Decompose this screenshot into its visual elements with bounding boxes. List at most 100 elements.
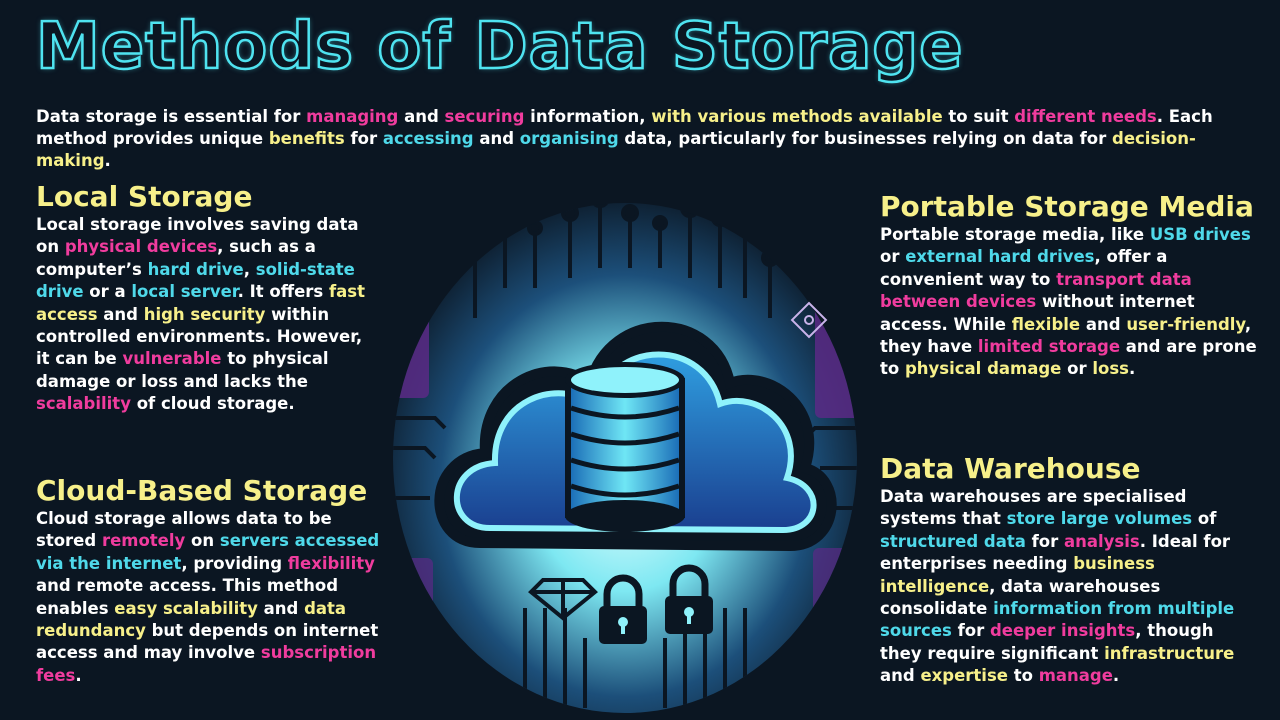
body-text: without internet access. While	[880, 292, 1195, 334]
highlight-text: with various methods available	[651, 107, 943, 126]
padlock-icon	[665, 564, 713, 634]
highlight-text: USB drives	[1149, 225, 1251, 244]
highlight-text: manage	[1038, 666, 1113, 686]
section-body: Data warehouses are specialised systems …	[880, 486, 1250, 688]
highlight-text: decision-making	[36, 129, 1196, 170]
highlight-text: vulnerable	[122, 349, 222, 369]
body-text: , they have	[880, 314, 1252, 357]
body-text: to	[1007, 666, 1039, 686]
highlight-text: local server	[131, 282, 238, 302]
section-heading: Cloud-Based Storage	[36, 474, 368, 507]
body-text: and are prone to	[880, 337, 1257, 379]
highlight-text: organising	[519, 129, 619, 148]
body-text: , offer a convenient way to	[880, 247, 1168, 289]
body-text: and	[1080, 314, 1127, 334]
section-portable-storage: Portable Storage Media Portable storage …	[880, 190, 1260, 381]
highlight-text: managing	[306, 107, 399, 126]
intro-paragraph: Data storage is essential for managing a…	[36, 106, 1256, 172]
body-text: Data storage is essential for	[36, 107, 307, 126]
body-text: to physical damage or loss and lacks the	[36, 349, 329, 391]
section-local-storage: Local Storage Local storage involves sav…	[36, 180, 381, 416]
highlight-text: information from multiple sources	[880, 599, 1235, 641]
highlight-text: physical devices	[64, 237, 218, 257]
highlight-text: scalability	[36, 394, 131, 414]
highlight-text: business intelligence	[880, 554, 1155, 596]
highlight-text: servers accessed via the internet	[36, 531, 380, 573]
body-text: , such as a computer’s	[36, 237, 316, 279]
highlight-text: accessing	[382, 129, 474, 148]
body-text: , providing	[181, 553, 288, 573]
section-body: Local storage involves saving data on ph…	[36, 214, 381, 416]
highlight-text: analysis	[1064, 531, 1140, 551]
highlight-text: loss	[1092, 359, 1129, 379]
highlight-text: store large volumes	[1006, 509, 1193, 529]
body-text: for	[344, 129, 383, 148]
highlight-text: benefits	[268, 129, 345, 148]
highlight-text: data redundancy	[36, 598, 347, 641]
section-cloud-storage: Cloud-Based Storage Cloud storage allows…	[36, 474, 381, 687]
body-text: .	[104, 151, 111, 170]
body-text: within controlled environments. However,…	[36, 304, 363, 369]
highlight-text: external hard drives	[905, 247, 1095, 267]
body-text: but depends on internet access and may i…	[36, 621, 379, 663]
highlight-text: transport data between devices	[880, 269, 1192, 312]
body-text: .	[1112, 666, 1120, 686]
body-text: for	[1025, 531, 1064, 551]
body-text: or a	[83, 282, 132, 302]
highlight-text: hard drive	[147, 259, 244, 279]
section-heading: Portable Storage Media	[880, 190, 1254, 223]
section-data-warehouse: Data Warehouse Data warehouses are speci…	[880, 452, 1250, 688]
highlight-text: securing	[444, 107, 525, 126]
highlight-text: physical damage	[904, 359, 1062, 379]
highlight-text: remotely	[101, 531, 186, 551]
highlight-text: easy scalability	[114, 598, 258, 618]
highlight-text: fast access	[36, 282, 366, 324]
page-title: Methods of Data Storage	[35, 9, 964, 86]
padlock-icon	[599, 574, 647, 644]
body-text: ,	[243, 259, 256, 279]
body-text: for	[951, 621, 990, 641]
body-text: Local storage involves saving data on	[36, 215, 359, 257]
body-text: of cloud storage.	[130, 394, 295, 414]
body-text: and	[97, 304, 144, 324]
highlight-text: infrastructure	[1104, 643, 1235, 663]
body-text: .	[1128, 359, 1136, 379]
section-heading: Local Storage	[36, 180, 253, 213]
body-text: Cloud storage allows data to be stored	[36, 509, 332, 551]
highlight-text: user-friendly	[1126, 314, 1245, 334]
section-heading: Data Warehouse	[880, 452, 1141, 485]
body-text: data, particularly for businesses relyin…	[618, 129, 1113, 148]
highlight-text: different needs	[1014, 107, 1157, 126]
body-text: and remote access. This method enables	[36, 576, 339, 618]
section-body: Cloud storage allows data to be stored r…	[36, 508, 381, 687]
body-text: or	[1061, 359, 1093, 379]
database-icon	[565, 362, 685, 532]
body-text: . Ideal for enterprises needing	[880, 531, 1231, 574]
section-body: Portable storage media, like USB drives …	[880, 224, 1260, 381]
body-text: .	[75, 665, 82, 685]
highlight-text: flexible	[1011, 314, 1081, 334]
highlight-text: subscription fees	[36, 643, 377, 685]
body-text: . It offers	[237, 282, 329, 302]
highlight-text: deeper insights	[989, 621, 1136, 641]
highlight-text: flexibility	[287, 553, 375, 573]
body-text: information,	[524, 107, 652, 126]
body-text: and	[398, 107, 445, 126]
body-text: . Each method provides unique	[36, 107, 1213, 148]
storage-illustration	[393, 203, 857, 713]
highlight-text: limited storage	[977, 337, 1121, 357]
body-text: Portable storage media, like	[880, 225, 1150, 244]
highlight-text: structured data	[880, 531, 1026, 551]
highlight-text: solid-state drive	[36, 259, 355, 302]
body-text: and	[880, 666, 921, 686]
body-text: Data warehouses are specialised systems …	[880, 487, 1187, 529]
diamond-icon	[528, 578, 598, 621]
body-text: and	[257, 598, 305, 618]
highlight-text: high security	[143, 304, 266, 324]
body-text: of	[1192, 509, 1217, 529]
body-text: or	[880, 247, 906, 267]
body-text: , though they require significant	[880, 621, 1214, 663]
body-text: to suit	[942, 107, 1015, 126]
body-text: and	[473, 129, 520, 148]
circuit-icon	[790, 301, 828, 339]
